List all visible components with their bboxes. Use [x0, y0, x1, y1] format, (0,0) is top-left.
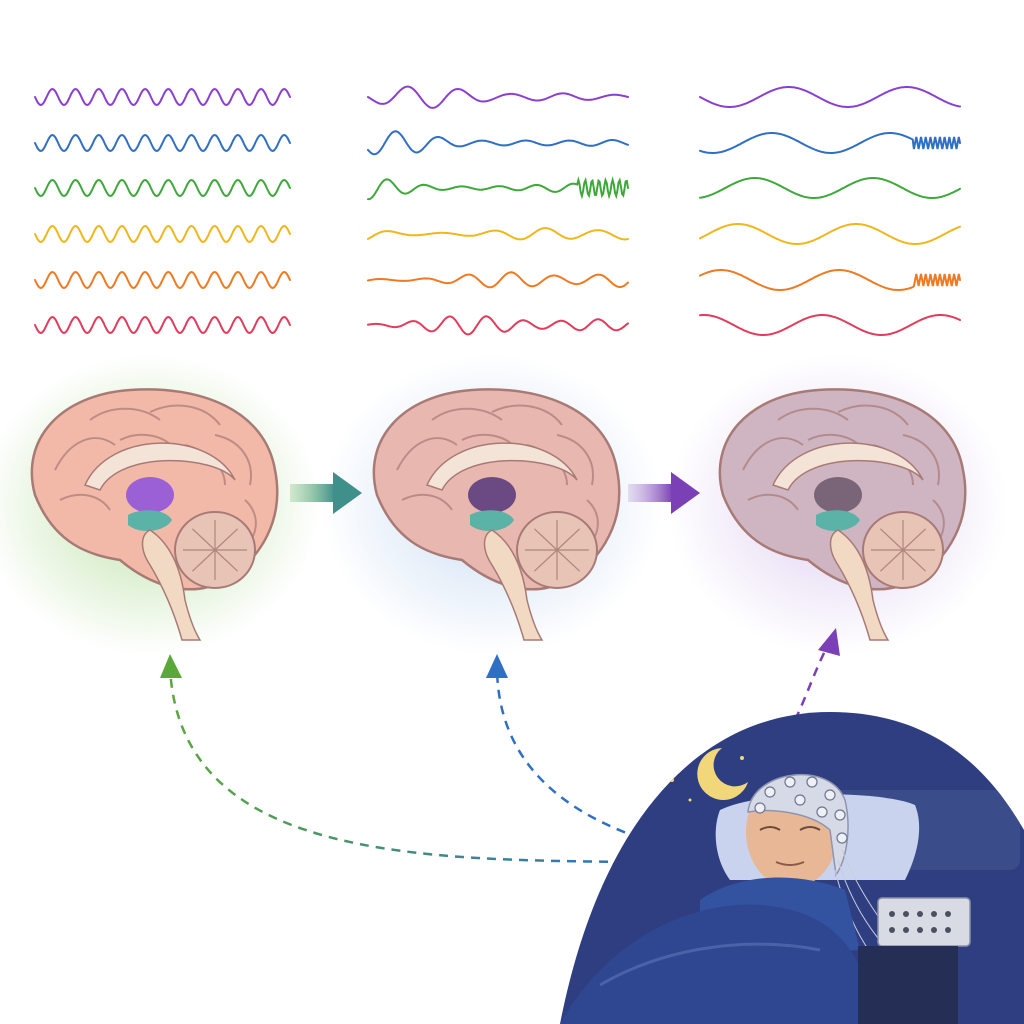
wave-panel-stage-3: [699, 86, 961, 336]
recording-links: [160, 628, 840, 864]
link-arrowhead-2: [486, 654, 508, 678]
eeg-wave-stage-1-row-1: [34, 87, 291, 107]
eeg-wave-stage-1-row-3: [34, 178, 291, 198]
eeg-amplifier-device: [858, 897, 971, 1024]
brainstem: [483, 529, 544, 641]
arrow-stage-1-to-2: [290, 472, 362, 514]
eeg-electrodes: [754, 776, 848, 844]
moon-icon: [697, 748, 748, 800]
eeg-wave-stage-3-row-2: [699, 132, 961, 154]
eeg-wave-stage-3-row-3: [699, 177, 961, 199]
corpus-callosum: [771, 442, 924, 491]
hypothalamus: [470, 510, 514, 532]
sleeping-patient-scene: [560, 712, 1024, 1024]
brain-stages: [30, 388, 967, 641]
eeg-wave-stage-1-row-2: [34, 133, 291, 153]
arrow-stage-2-to-3: [628, 472, 700, 514]
wave-panel-stage-1: [34, 87, 291, 335]
eeg-wave-stage-2-row-6: [367, 315, 629, 336]
eeg-wave-stage-2-row-4: [367, 227, 629, 241]
link-arrowhead-3: [818, 628, 840, 656]
eeg-wave-stage-2-row-3: [367, 176, 629, 201]
eeg-wave-stage-2-row-5: [367, 271, 629, 289]
eeg-wave-panels: [34, 85, 961, 336]
brainstem: [141, 529, 202, 641]
link-arrowhead-1: [160, 654, 182, 678]
eeg-wave-stage-1-row-6: [34, 315, 291, 335]
eeg-wave-stage-3-row-6: [699, 314, 961, 336]
eeg-cap: [747, 774, 849, 878]
link-to-stage-1: [168, 667, 641, 864]
corpus-callosum: [425, 442, 578, 491]
wave-panel-stage-2: [367, 85, 629, 336]
thalamus: [468, 477, 516, 513]
eeg-wave-stage-3-row-1: [699, 86, 961, 108]
brain-stage-3: [718, 388, 967, 641]
hypothalamus: [128, 510, 172, 532]
eeg-wave-stage-2-row-2: [367, 130, 629, 156]
hypothalamus: [816, 510, 860, 532]
eeg-wave-stage-3-row-4: [699, 223, 961, 245]
link-to-stage-3: [793, 644, 830, 721]
stage-transition-arrows: [290, 472, 700, 514]
eeg-wave-stage-3-row-5: [699, 269, 961, 291]
eeg-wave-stage-1-row-5: [34, 270, 291, 290]
eeg-wave-stage-1-row-4: [34, 224, 291, 244]
brain-stage-2: [372, 388, 621, 641]
link-to-stage-2: [495, 667, 641, 840]
thalamus: [814, 477, 862, 513]
blanket: [560, 904, 880, 1024]
brainstem: [829, 529, 890, 641]
thalamus: [126, 477, 174, 513]
eeg-wave-stage-2-row-1: [367, 85, 629, 109]
brain-stage-1: [30, 388, 279, 641]
corpus-callosum: [83, 442, 236, 491]
